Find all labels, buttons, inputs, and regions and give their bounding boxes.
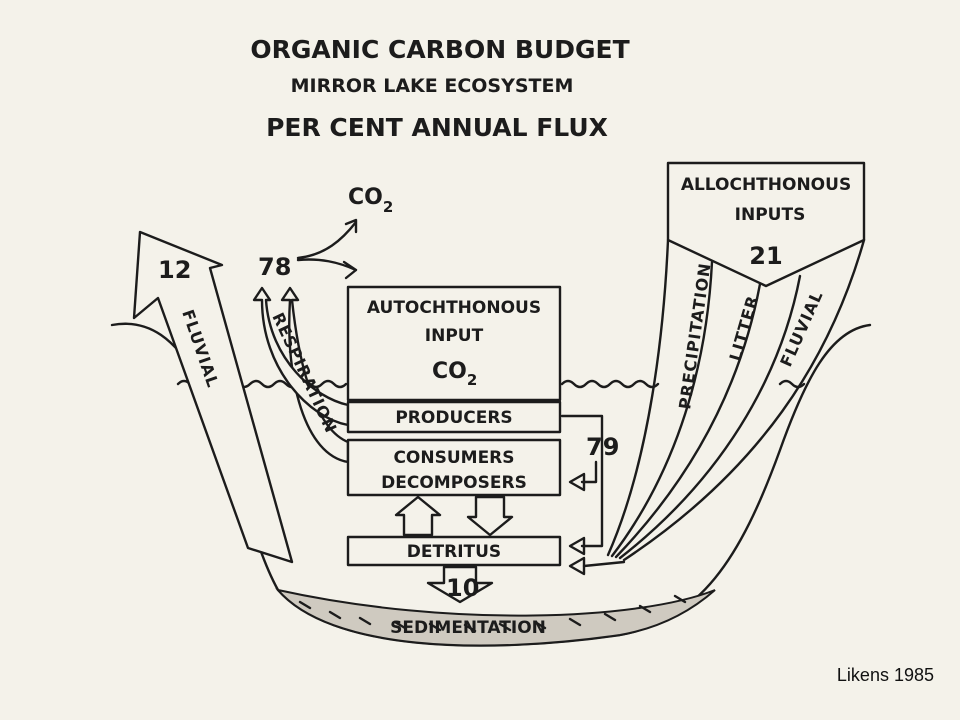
respiration-arrow-2 [252,286,350,427]
title-line-2: MIRROR LAKE ECOSYSTEM [291,75,574,97]
autochthonous-line-2: INPUT [425,326,484,346]
producers-box [346,400,562,434]
fluvial-in-label: FLUVIAL [776,287,826,369]
consumers-box [346,438,562,497]
allochthonous-value: 21 [749,242,782,270]
respiration-value: 78 [258,253,291,281]
fluvial-out-arrow [132,230,294,564]
detritus-label: DETRITUS [407,542,501,562]
consumers-line-2: DECOMPOSERS [381,473,527,493]
consumers-flow-head [568,472,586,492]
detritus-box [346,535,562,567]
title-line-1: ORGANIC CARBON BUDGET [250,35,629,64]
autochthonous-co2: CO2 [432,359,477,389]
credit-label: Likens 1985 [836,665,934,685]
precipitation-stream [606,238,714,558]
autochthonous-box [346,285,562,402]
consumers-flow-line [580,460,598,484]
sedimentation-arrow [426,565,494,604]
producers-flow-head [568,536,586,556]
sediment-layer [275,588,716,647]
allochthonous-flow-head [568,556,586,576]
producers-flow-line [560,414,604,548]
fluvial-out-value: 12 [158,256,191,284]
litter-label: LITTER [726,293,763,363]
co2-arrow-up [296,218,358,260]
allochthonous-box [666,161,866,288]
co2-out-label: CO2 [348,185,393,216]
allochthonous-flow-line [582,560,626,568]
co2-arrow-right [296,258,358,280]
sediment-hatch [298,594,687,633]
sedimentation-value: 10 [446,574,479,602]
autochthonous-line-1: AUTOCHTHONOUS [367,298,541,318]
title-line-3: PER CENT ANNUAL FLUX [266,113,608,142]
fluvial-in-stream [618,238,866,562]
producers-flow-value: 79 [586,433,619,461]
consumers-to-detritus-arrow [466,495,514,537]
allochthonous-line-1: ALLOCHTHONOUS [681,175,851,195]
consumers-line-1: CONSUMERS [393,448,514,468]
sedimentation-label: SEDIMENTATION [390,618,546,638]
litter-stream [614,282,762,559]
allochthonous-line-2: INPUTS [735,205,806,225]
precipitation-label: PRECIPITATION [675,261,714,410]
producers-label: PRODUCERS [395,408,512,428]
detritus-to-consumers-arrow [394,495,442,537]
